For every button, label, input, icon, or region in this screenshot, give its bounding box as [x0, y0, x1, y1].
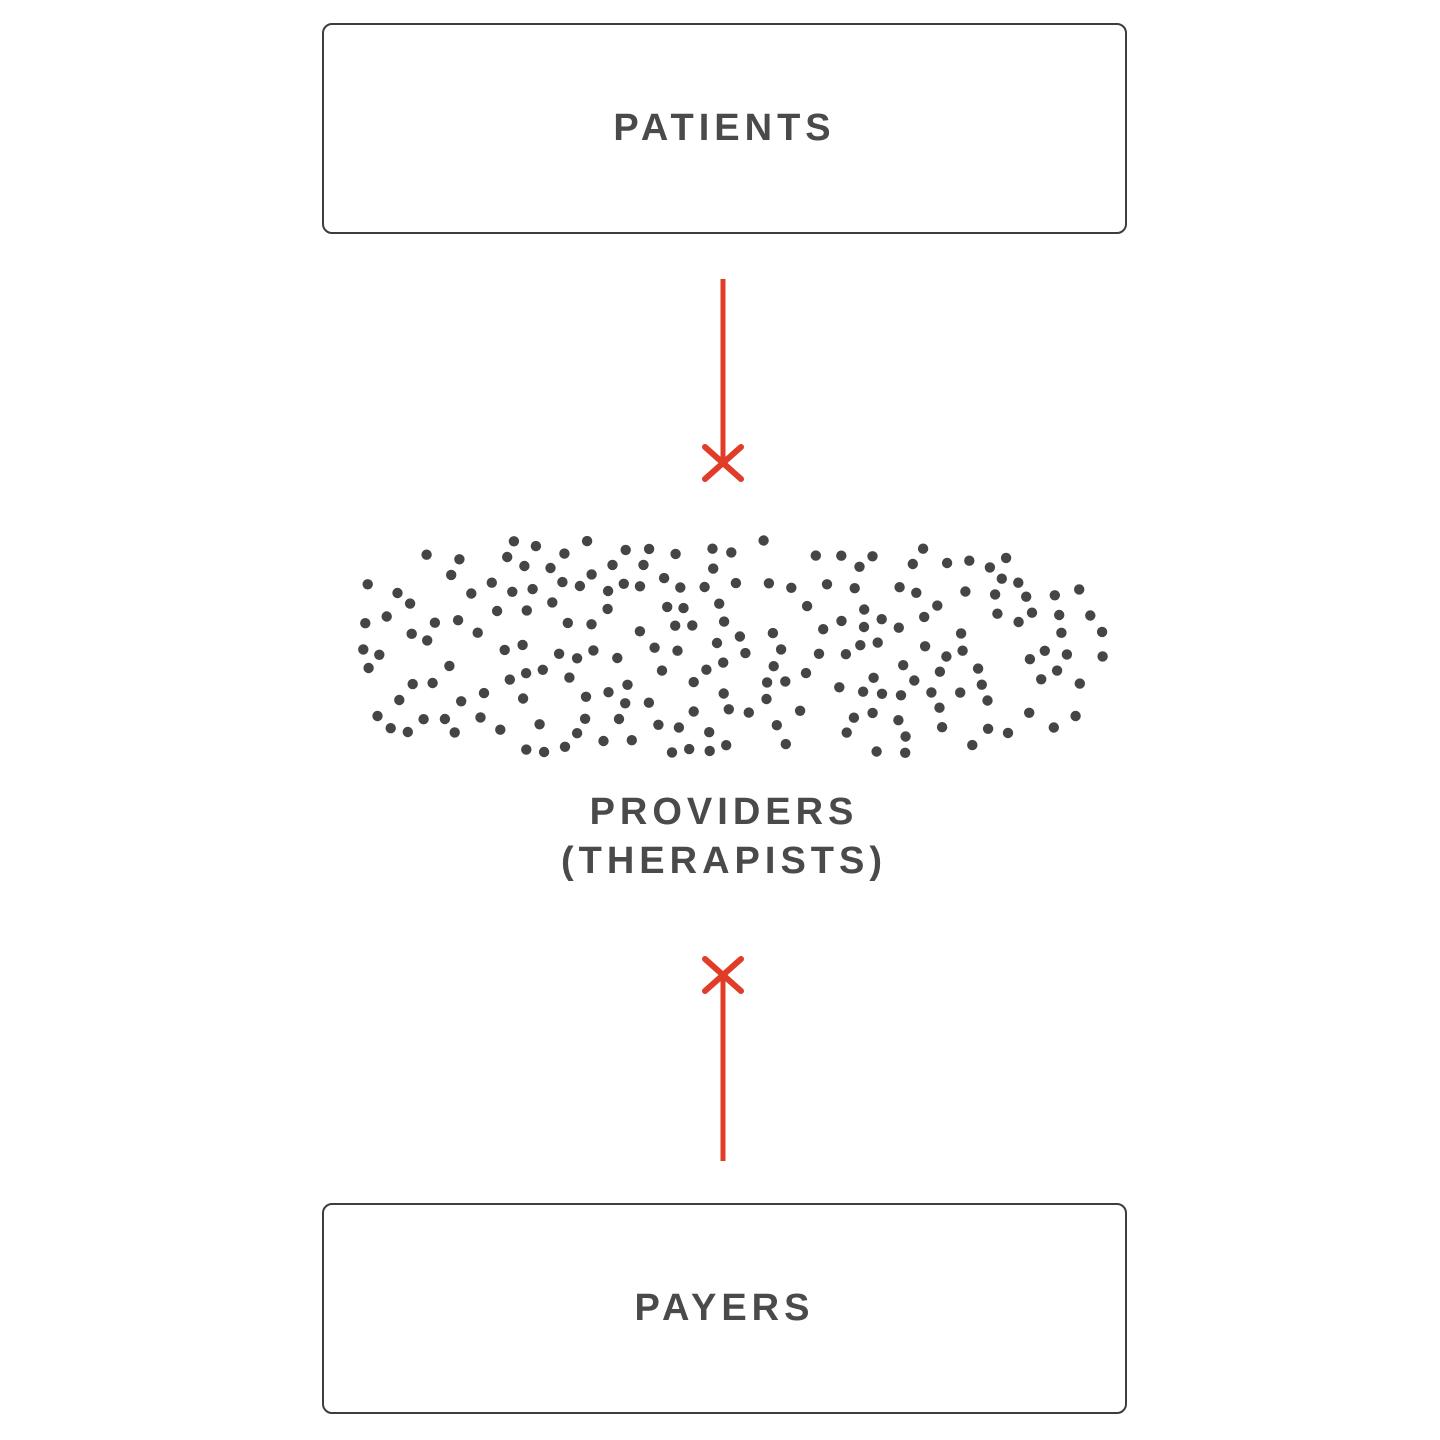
blocked-arrow-payers-to-providers — [702, 956, 744, 1161]
payers-box: PAYERS — [322, 1203, 1127, 1414]
providers-dot-cloud — [358, 535, 1108, 758]
blocked-arrow-patients-to-providers — [702, 279, 744, 482]
patients-label: PATIENTS — [613, 107, 836, 149]
payers-label: PAYERS — [634, 1287, 815, 1329]
providers-label: PROVIDERS (THERAPISTS) — [4, 788, 1440, 886]
providers-label-line1: PROVIDERS — [589, 791, 859, 833]
x-mark-icon — [702, 956, 744, 994]
providers-label-line2: (THERAPISTS) — [561, 840, 887, 882]
x-mark-icon — [702, 444, 744, 482]
patients-box: PATIENTS — [322, 23, 1127, 234]
